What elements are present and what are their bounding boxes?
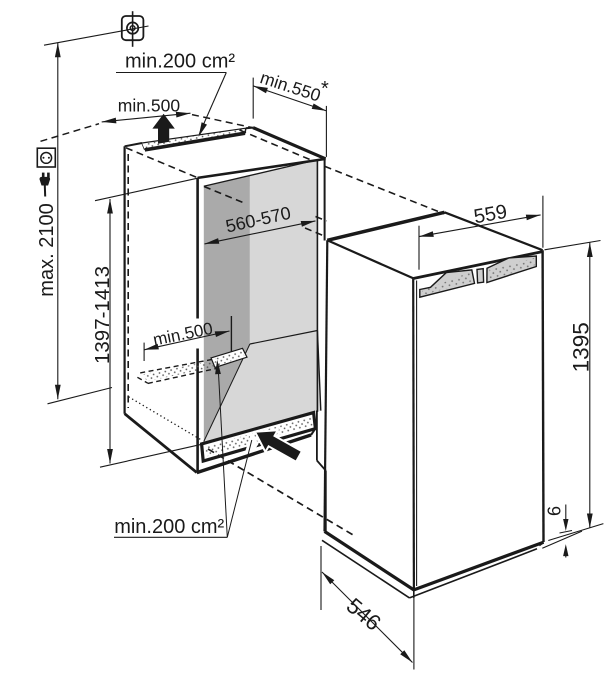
svg-text:1395: 1395 (568, 322, 593, 372)
svg-text:1397-1413: 1397-1413 (91, 266, 114, 364)
svg-text:min.200 cm²: min.200 cm² (125, 51, 235, 73)
svg-text:min.500: min.500 (118, 96, 181, 116)
svg-text:*: * (321, 78, 329, 100)
svg-text:max. 2100: max. 2100 (36, 203, 58, 296)
svg-text:6: 6 (545, 506, 565, 516)
svg-text:min.200 cm²: min.200 cm² (114, 516, 224, 538)
